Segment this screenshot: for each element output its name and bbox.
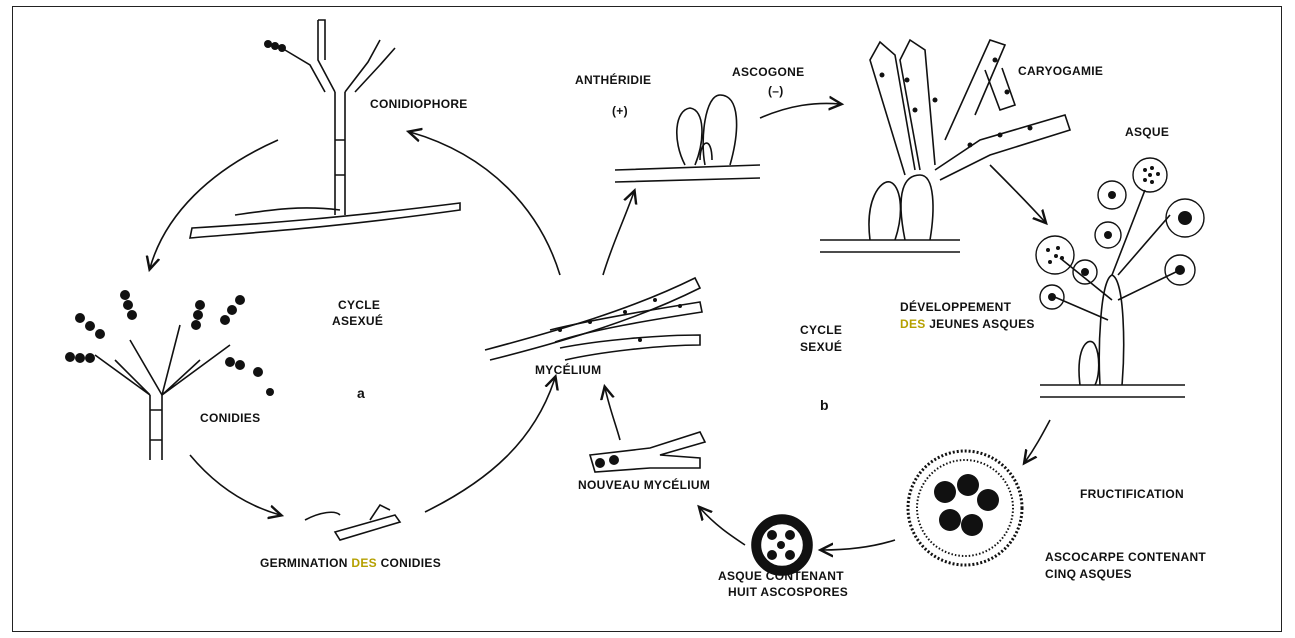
arrow-antheridie-to-caryogamie: [760, 103, 840, 118]
label-fructification: FRUCTIFICATION: [1080, 487, 1184, 502]
label-conidies: CONIDIES: [200, 411, 260, 426]
label-letter-a: a: [357, 386, 365, 401]
arrow-asques-to-fructification: [1025, 420, 1050, 462]
arrow-mycelium-to-antheridie: [603, 192, 634, 275]
label-cycle-sexue-line1: CYCLE: [800, 323, 842, 338]
conidies-illustration: [95, 325, 230, 460]
label-cycle-sexue-line2: SEXUÉ: [800, 340, 842, 355]
arrow-mycelium-to-conidiophore: [410, 132, 560, 275]
antheridie-ascogone-illustration: [615, 95, 760, 182]
label-cycle-asexue-line1: CYCLE: [338, 298, 380, 313]
germination-illustration: [305, 505, 400, 540]
label-jeunes-asques: DES JEUNES ASQUES: [900, 317, 1035, 332]
arrow-conidies-to-germination: [190, 455, 280, 515]
label-mycelium: MYCÉLIUM: [535, 363, 601, 378]
conidiophore-illustration: [190, 20, 460, 238]
label-cycle-asexue-line2: ASEXUÉ: [332, 314, 383, 329]
label-caryogamie: CARYOGAMIE: [1018, 64, 1103, 79]
germination-pre: GERMINATION: [260, 556, 351, 570]
ascocarpe-illustration: [908, 451, 1022, 565]
jeunes-post: JEUNES ASQUES: [926, 317, 1035, 331]
germination-post: CONIDIES: [377, 556, 441, 570]
label-asque: ASQUE: [1125, 125, 1169, 140]
arrow-caryogamie-to-asques: [990, 165, 1045, 222]
label-developpement: DÉVELOPPEMENT: [900, 300, 1011, 315]
label-asque-contenant-line2: HUIT ASCOSPORES: [728, 585, 848, 600]
mycelium-illustration: [485, 278, 702, 360]
label-conidiophore: CONIDIOPHORE: [370, 97, 468, 112]
label-ascocarpe-line2: CINQ ASQUES: [1045, 567, 1132, 582]
label-germination: GERMINATION DES CONIDIES: [260, 556, 441, 571]
germination-des: DES: [351, 556, 377, 570]
label-ascocarpe-line1: ASCOCARPE CONTENANT: [1045, 550, 1206, 565]
arrow-ascocarpe-to-asque: [822, 540, 895, 550]
label-antheridie-sign: (+): [612, 104, 628, 119]
label-letter-b: b: [820, 398, 829, 413]
arrow-conidiophore-to-conidies: [150, 140, 278, 268]
jeunes-asques-illustration: [1040, 190, 1185, 397]
jeunes-des: DES: [900, 317, 926, 331]
label-antheridie: ANTHÉRIDIE: [575, 73, 651, 88]
arrow-germination-to-mycelium: [425, 378, 555, 512]
arrow-nouveau-to-mycelium: [605, 388, 620, 440]
label-ascogone-sign: (–): [768, 84, 784, 99]
label-ascogone: ASCOGONE: [732, 65, 804, 80]
arrow-asque-to-nouveau: [700, 508, 745, 545]
label-asque-contenant-line1: ASQUE CONTENANT: [718, 569, 844, 584]
nouveau-mycelium-illustration: [590, 432, 705, 472]
label-nouveau-mycelium: NOUVEAU MYCÉLIUM: [578, 478, 710, 493]
